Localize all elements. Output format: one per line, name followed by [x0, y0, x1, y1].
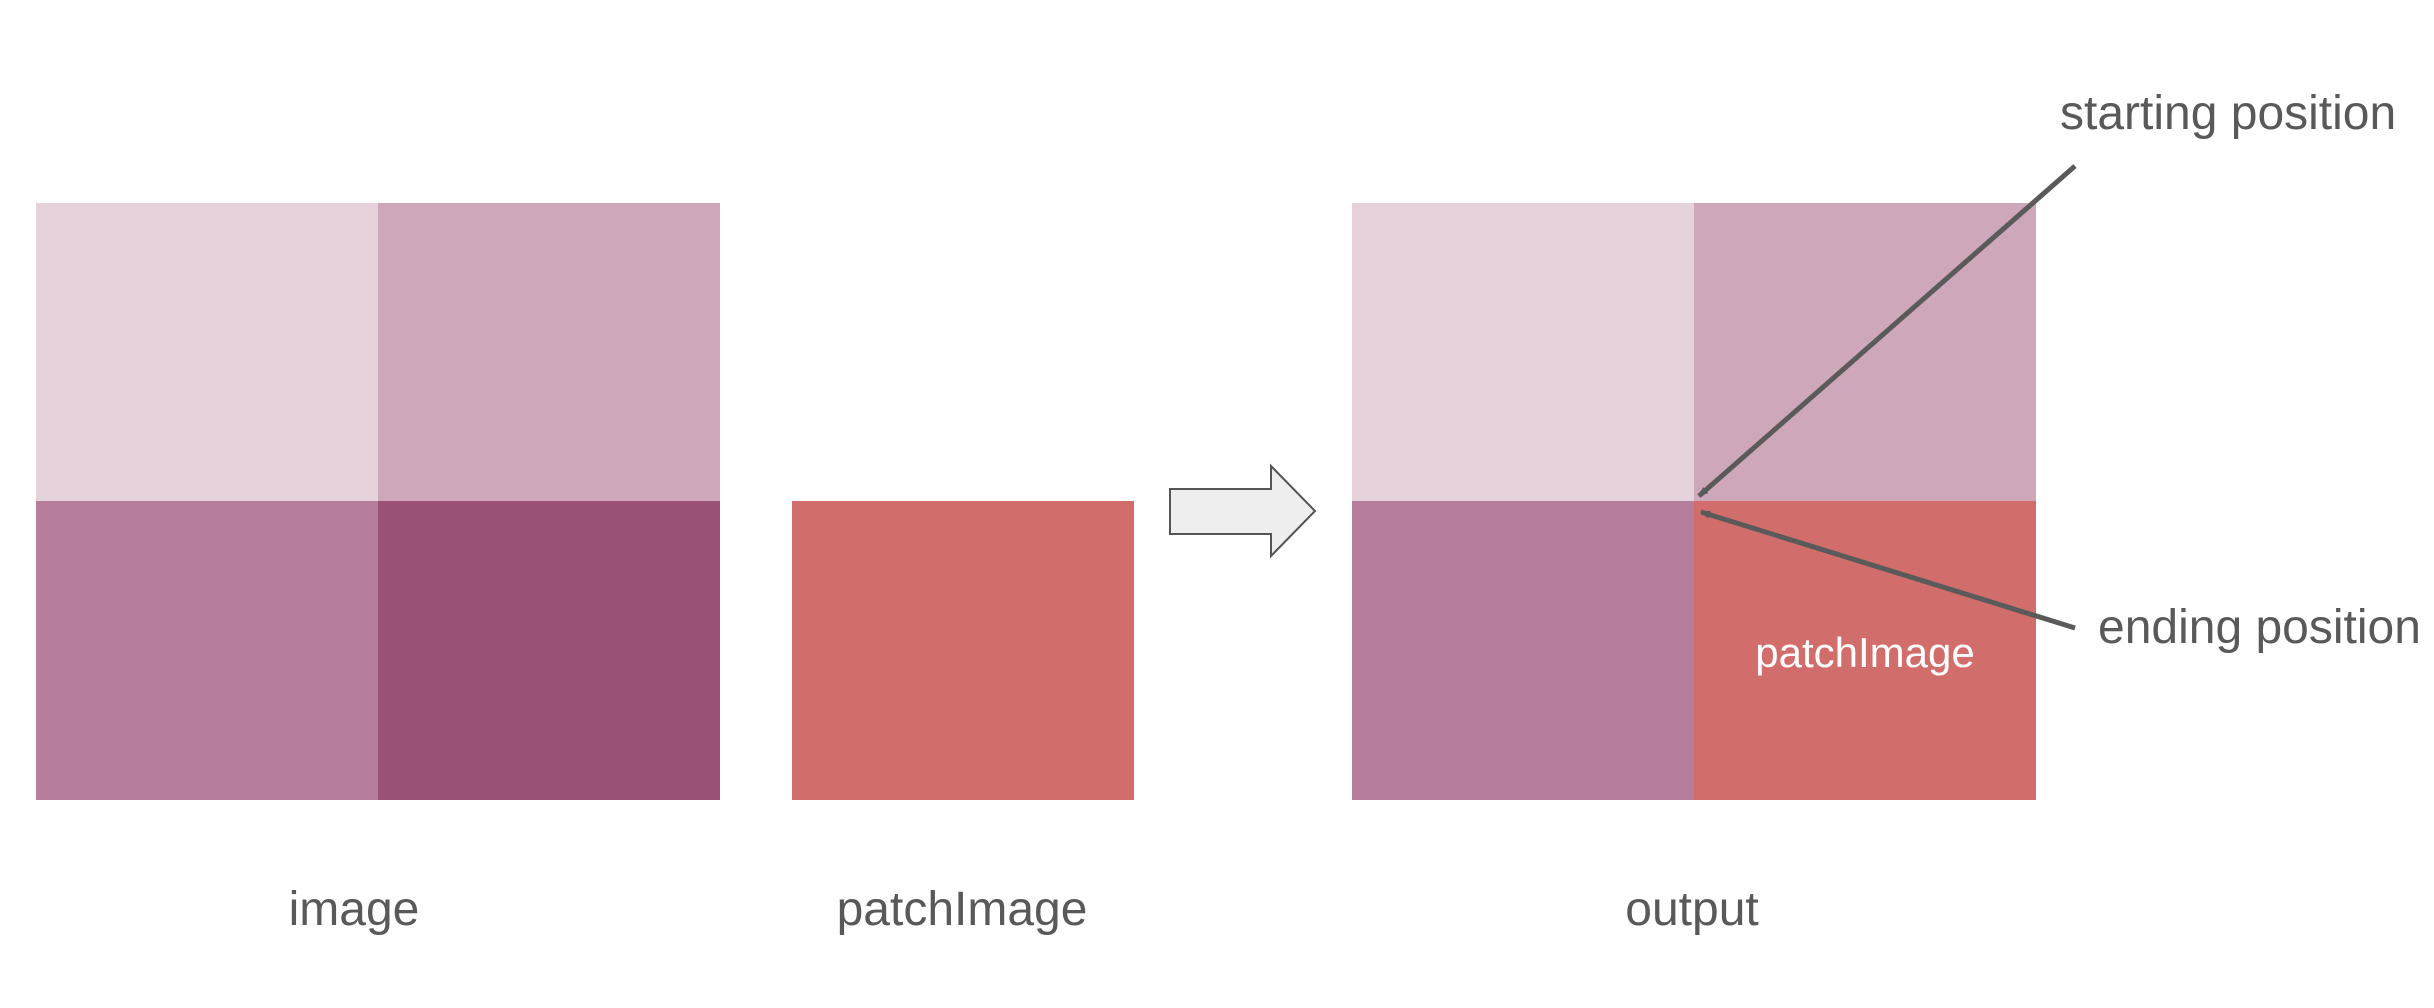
- starting-position-pointer: [1697, 164, 2077, 498]
- output-caption: output: [1625, 883, 1759, 936]
- output-cell-top-left: [1352, 203, 1694, 501]
- right-arrow-icon: [1169, 463, 1317, 559]
- ending-position-label: ending position: [2098, 601, 2421, 654]
- image-cell-top-left: [36, 203, 378, 501]
- patch-image-caption: patchImage: [836, 883, 1088, 936]
- output-patch-label: patchImage: [1755, 629, 1975, 676]
- image-cell-bottom-left: [36, 501, 378, 800]
- ending-position-pointer: [1700, 509, 2076, 631]
- image-block: [36, 203, 720, 800]
- image-cell-top-right: [378, 203, 720, 501]
- output-cell-bottom-right-patch: [1694, 501, 2036, 800]
- image-caption: image: [288, 883, 420, 936]
- output-cell-bottom-left: [1352, 501, 1694, 800]
- patch-image-block: [792, 501, 1134, 800]
- starting-position-label: starting position: [2060, 87, 2397, 140]
- image-cell-bottom-right: [378, 501, 720, 800]
